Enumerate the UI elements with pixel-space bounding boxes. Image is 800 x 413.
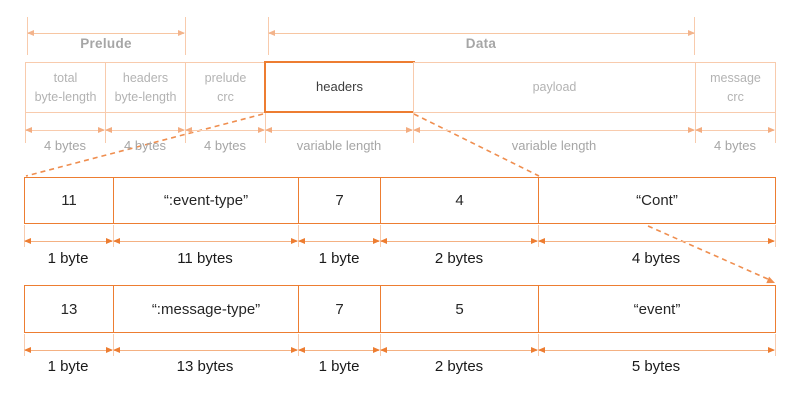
prelude-span-arrow [27, 29, 185, 36]
dim-tick [298, 334, 299, 356]
dim-tick [298, 225, 299, 247]
header-value-length-cell: 5 [380, 285, 539, 333]
dim-tick [538, 334, 539, 356]
span-tick [27, 17, 28, 55]
dim-arrow [25, 126, 105, 133]
dim-arrow [185, 126, 265, 133]
dim-arrow [380, 346, 538, 353]
field-payload: payload [413, 62, 696, 113]
byte-size-label: 5 bytes [631, 358, 681, 375]
span-tick [185, 17, 186, 55]
header-name-length-cell: 13 [24, 285, 114, 333]
dim-arrow [113, 346, 298, 353]
size-label: 4 bytes [204, 138, 246, 153]
data-span-arrow [268, 29, 695, 36]
header-value-cell: “Cont” [538, 177, 776, 224]
header-value-type-cell: 7 [298, 177, 381, 224]
dim-tick [113, 334, 114, 356]
size-label: 4 bytes [714, 138, 756, 153]
prelude-label: Prelude [80, 36, 132, 51]
span-tick [268, 17, 269, 55]
header-value-cell: “event” [538, 285, 776, 333]
dim-tick [380, 225, 381, 247]
dim-arrow [538, 346, 775, 353]
size-label: variable length [511, 138, 597, 153]
header-name-cell: “:event-type” [113, 177, 299, 224]
dim-arrow [298, 237, 380, 244]
dim-arrow [538, 237, 775, 244]
dim-tick [113, 225, 114, 247]
dim-arrow [24, 237, 113, 244]
byte-size-label: 1 byte [47, 358, 89, 375]
byte-size-label: 1 byte [318, 358, 360, 375]
size-label: 4 bytes [124, 138, 166, 153]
span-tick [694, 17, 695, 55]
dim-arrow [695, 126, 775, 133]
field-total-byte-length: total byte-length [25, 62, 106, 113]
dim-arrow [105, 126, 185, 133]
header-value-length-cell: 4 [380, 177, 539, 224]
dim-tick [24, 334, 25, 356]
byte-size-label: 2 bytes [434, 250, 484, 267]
dim-arrow [265, 126, 413, 133]
dim-arrow [113, 237, 298, 244]
dim-tick [380, 334, 381, 356]
field-headers: headers [264, 61, 415, 113]
header-value-type-cell: 7 [298, 285, 381, 333]
header-name-cell: “:message-type” [113, 285, 299, 333]
dim-tick [775, 334, 776, 356]
field-message-crc: message crc [695, 62, 776, 113]
data-label: Data [465, 36, 497, 51]
dim-arrow [24, 346, 113, 353]
dim-tick [24, 225, 25, 247]
header-name-length-cell: 11 [24, 177, 114, 224]
connector-arrowhead-icon [766, 276, 775, 284]
byte-size-label: 11 bytes [177, 250, 233, 267]
byte-size-label: 13 bytes [176, 358, 234, 375]
byte-size-label: 1 byte [47, 250, 89, 267]
size-label: 4 bytes [44, 138, 86, 153]
dim-arrow [380, 237, 538, 244]
byte-size-label: 4 bytes [631, 250, 681, 267]
dim-arrow [298, 346, 380, 353]
size-label: variable length [296, 138, 382, 153]
byte-size-label: 1 byte [318, 250, 360, 267]
dim-tick [775, 113, 776, 143]
dim-tick [775, 225, 776, 247]
byte-size-label: 2 bytes [434, 358, 484, 375]
dim-tick [538, 225, 539, 247]
dim-arrow [413, 126, 695, 133]
field-prelude-crc: prelude crc [185, 62, 266, 113]
field-headers-byte-length: headers byte-length [105, 62, 186, 113]
